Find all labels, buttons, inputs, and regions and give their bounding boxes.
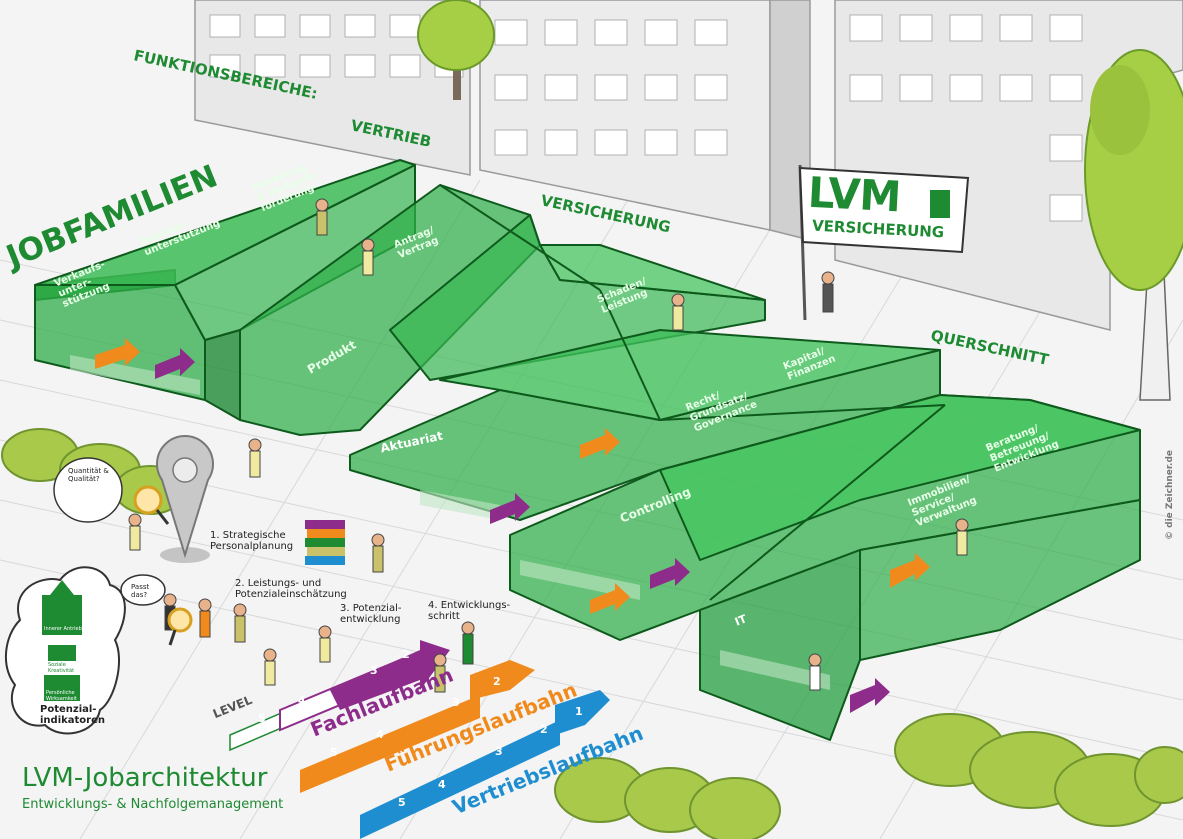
tree-right bbox=[1084, 49, 1183, 401]
tree-top bbox=[417, 0, 495, 100]
process-step-1: 1. Strategische Personalplanung bbox=[210, 530, 294, 552]
indicators-caption: Potenzial- indikatoren bbox=[40, 704, 106, 726]
footer-subtitle: Entwicklungs- & Nachfolgemanagement bbox=[22, 797, 284, 812]
indicator-inner-drive: Innerer Antrieb bbox=[44, 626, 82, 632]
lvm-flag bbox=[798, 164, 970, 321]
career-track-vertrieb bbox=[360, 690, 610, 839]
magnifier-icon bbox=[133, 485, 193, 646]
indicator-social-creativity: Soziale Kreativität bbox=[48, 662, 75, 674]
track-fach-level-2: 2 bbox=[402, 648, 410, 661]
hedge-bottom bbox=[554, 757, 781, 839]
track-fuehrung-level-5: 5 bbox=[330, 746, 338, 759]
building-arrows bbox=[95, 338, 930, 713]
book-stack bbox=[305, 520, 345, 565]
flag-logo: LVM bbox=[806, 167, 902, 222]
indicator-personal-effectiveness: Persönliche Wirksamkeit bbox=[46, 690, 77, 702]
speech-bubble-quantity bbox=[53, 457, 123, 523]
track-vertrieb-level-1: 1 bbox=[575, 705, 583, 718]
track-fach-level-4: 4 bbox=[298, 694, 306, 707]
track-fach-level-5: 5 bbox=[258, 712, 266, 725]
process-step-4: 4. Entwicklungs- schritt bbox=[428, 600, 511, 622]
speech-bubble-fit bbox=[120, 574, 166, 606]
career-track-fach bbox=[229, 640, 450, 752]
track-vertrieb-level-4: 4 bbox=[438, 778, 446, 791]
track-fuehrung-level-4: 4 bbox=[376, 728, 384, 741]
track-vertrieb-level-5: 5 bbox=[398, 796, 406, 809]
location-pin-icon bbox=[156, 435, 214, 563]
credit-label: © die Zeichner.de bbox=[1165, 450, 1175, 540]
speech-bubble-quantity-text: Quantität & Qualität? bbox=[68, 467, 109, 483]
hedge-right bbox=[894, 713, 1183, 827]
track-fach-level-3: 3 bbox=[370, 664, 378, 677]
track-fuehrung-level-2: 2 bbox=[493, 675, 501, 688]
potential-indicators-cloud bbox=[4, 566, 126, 735]
process-step-2: 2. Leistungs- und Potenzialeinschätzung bbox=[235, 578, 347, 600]
track-vertrieb-level-2: 2 bbox=[540, 723, 548, 736]
glass-building bbox=[34, 159, 1141, 741]
career-track-fuehrung bbox=[300, 660, 535, 793]
speech-bubble-fit-text: Passt das? bbox=[131, 583, 150, 599]
footer-title: LVM-Jobarchitektur bbox=[22, 763, 268, 793]
track-vertrieb-level-3: 3 bbox=[495, 745, 503, 758]
track-fuehrung-level-3: 3 bbox=[452, 696, 460, 709]
office-building-center bbox=[479, 0, 811, 241]
cross-section-label: QUERSCHNITT bbox=[929, 326, 1051, 369]
process-step-3: 3. Potenzial- entwicklung bbox=[340, 603, 402, 625]
